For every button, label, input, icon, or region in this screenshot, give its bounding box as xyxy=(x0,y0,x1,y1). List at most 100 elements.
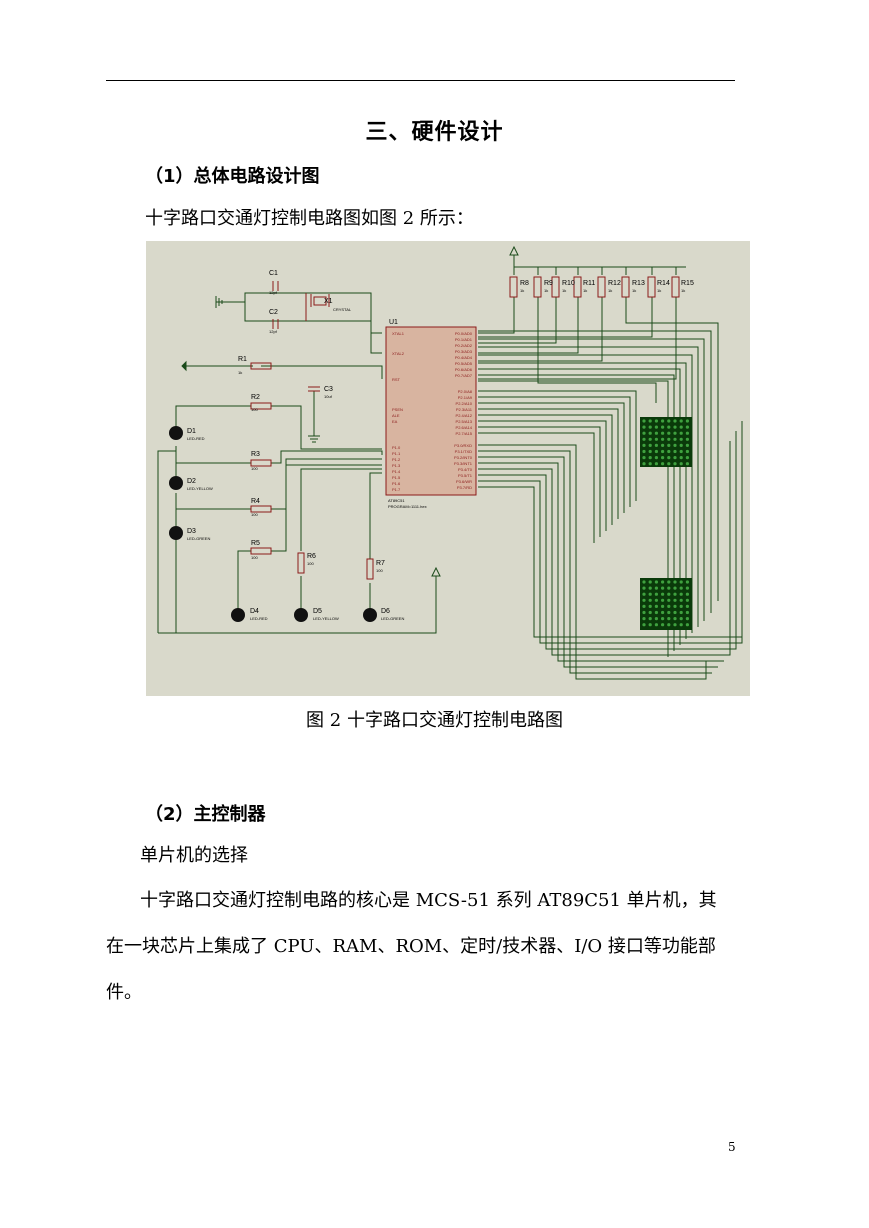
matrix-dot xyxy=(673,443,677,447)
chip-pin-right: P0.4/AD4 xyxy=(455,355,473,360)
matrix-dot xyxy=(642,592,646,596)
matrix-dot xyxy=(642,598,646,602)
r2-value: 100 xyxy=(251,407,258,412)
matrix-dot xyxy=(685,592,690,596)
matrix-dot xyxy=(673,617,677,621)
matrix-dot xyxy=(667,462,671,466)
r5-value: 100 xyxy=(251,555,258,560)
chip-pin-right: P2.3/A11 xyxy=(456,407,473,412)
matrix-dot xyxy=(685,617,690,621)
matrix-dot xyxy=(654,443,658,447)
header-rule xyxy=(106,80,735,81)
d6-type: LED-GREEN xyxy=(381,616,404,621)
subsection-title-2: （2）主控制器 xyxy=(145,804,266,825)
matrix-dot xyxy=(648,443,652,447)
matrix-dot xyxy=(673,586,677,590)
matrix-dot xyxy=(673,604,677,608)
matrix-dot xyxy=(661,580,665,584)
chip-pin-right: P0.6/AD6 xyxy=(455,367,473,372)
matrix-dot xyxy=(654,623,658,627)
led-d2 xyxy=(169,476,183,490)
matrix-dot xyxy=(685,437,690,441)
c3-value: 10uf xyxy=(324,394,333,399)
matrix-dot xyxy=(679,592,683,596)
matrix-dot xyxy=(679,586,683,590)
chip-pin-left: PSEN xyxy=(392,407,403,412)
d4-label: D4 xyxy=(250,608,259,615)
matrix-dot xyxy=(654,598,658,602)
matrix-dot xyxy=(642,604,646,608)
matrix-dot xyxy=(648,604,652,608)
chip-pin-right: P0.3/AD3 xyxy=(455,349,473,354)
chip-pin-left: XTAL1 xyxy=(392,331,405,336)
matrix-dot xyxy=(661,462,665,466)
matrix-dot xyxy=(685,598,690,602)
matrix-dot xyxy=(654,437,658,441)
matrix-dot xyxy=(673,623,677,627)
chip-pin-left: P1.7 xyxy=(392,487,401,492)
chip-pin-right: P2.7/A15 xyxy=(456,431,473,436)
d1-type: LED-RED xyxy=(187,436,205,441)
matrix-dot xyxy=(685,623,690,627)
chip-pin-left: P1.1 xyxy=(392,451,401,456)
figure-caption: 图 2 十字路口交通灯控制电路图 xyxy=(306,710,563,731)
d5-label: D5 xyxy=(313,608,322,615)
matrix-dot xyxy=(667,580,671,584)
matrix-dot xyxy=(642,437,646,441)
matrix-dot xyxy=(648,586,652,590)
matrix-dot xyxy=(679,604,683,608)
matrix-dot xyxy=(654,419,658,423)
matrix-dot xyxy=(661,443,665,447)
led-d3 xyxy=(169,526,183,540)
paragraph-mcu-selection: 单片机的选择 xyxy=(140,845,248,866)
c1-label: C1 xyxy=(269,270,278,277)
matrix-dot xyxy=(648,598,652,602)
chip-pin-right: P0.1/AD1 xyxy=(455,337,473,342)
matrix-dot xyxy=(667,449,671,454)
r12-label: R12 xyxy=(608,280,621,287)
matrix-dot xyxy=(679,425,683,429)
matrix-dot xyxy=(673,431,677,435)
chip-pin-left: ALE xyxy=(392,413,400,418)
matrix-dot xyxy=(648,610,652,615)
r2-label: R2 xyxy=(251,394,260,401)
matrix-dot xyxy=(667,598,671,602)
r3-value: 100 xyxy=(251,466,258,471)
r11-label: R11 xyxy=(583,280,595,287)
matrix-dot xyxy=(642,617,646,621)
matrix-dot xyxy=(654,425,658,429)
matrix-dot xyxy=(685,462,690,466)
matrix-dot xyxy=(667,425,671,429)
r1-label: R1 xyxy=(238,356,247,363)
matrix-dot xyxy=(661,437,665,441)
matrix-dot xyxy=(648,462,652,466)
c2-label: C2 xyxy=(269,309,278,316)
matrix-dot xyxy=(673,456,677,460)
r9-value: 1k xyxy=(544,288,548,293)
matrix-dot xyxy=(661,617,665,621)
matrix-dot xyxy=(654,449,658,454)
matrix-dot xyxy=(679,449,683,454)
matrix-dot xyxy=(642,443,646,447)
r6-label: R6 xyxy=(307,553,316,560)
matrix-dot xyxy=(673,462,677,466)
matrix-dot xyxy=(642,586,646,590)
matrix-dot xyxy=(685,586,690,590)
matrix-dot xyxy=(673,592,677,596)
matrix-dot xyxy=(661,586,665,590)
r3-label: R3 xyxy=(251,451,260,458)
chip-pin-right: P3.5/T1 xyxy=(458,473,473,478)
d2-type: LED-YELLOW xyxy=(187,486,213,491)
led-d4 xyxy=(231,608,245,622)
matrix-dot xyxy=(667,617,671,621)
matrix-dot xyxy=(667,610,671,615)
led-d1 xyxy=(169,426,183,440)
matrix-dot xyxy=(661,449,665,454)
matrix-dot xyxy=(642,623,646,627)
matrix-dot xyxy=(661,604,665,608)
r15-value: 1k xyxy=(681,288,685,293)
matrix-dot xyxy=(654,586,658,590)
matrix-dot xyxy=(667,419,671,423)
matrix-dot xyxy=(661,419,665,423)
paragraph-line-1: 十字路口交通灯控制电路的核心是 MCS-51 系列 AT89C51 单片机，其 xyxy=(140,890,717,911)
